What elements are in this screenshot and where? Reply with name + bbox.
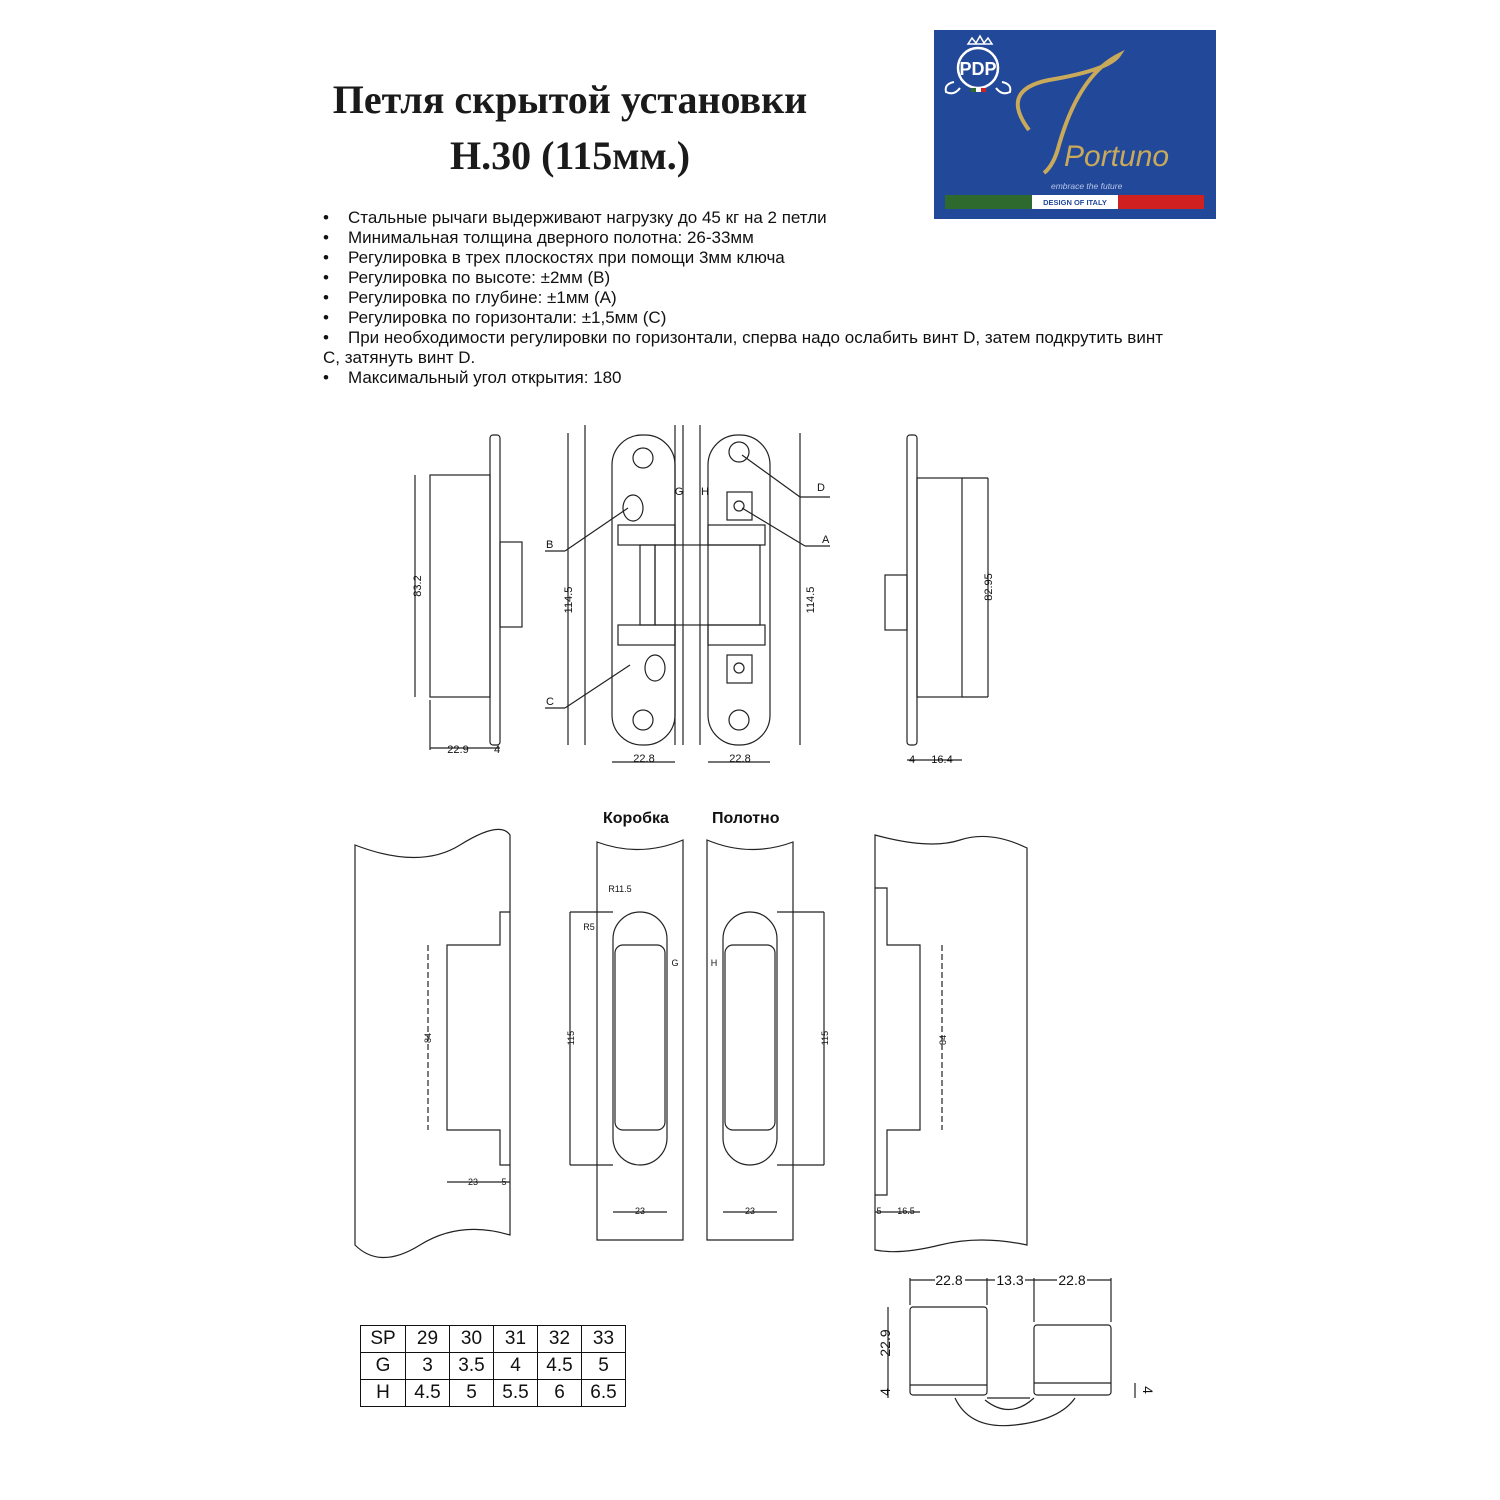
feature-item: •Регулировка в трех плоскостях при помощ… (323, 248, 785, 267)
dim-label: R11.5 (608, 884, 631, 894)
label-b: B (546, 539, 553, 551)
table-cell: 30 (449, 1325, 494, 1353)
title-line-1: Петля скрытой установки (332, 77, 808, 122)
mortise-left-panel: 84 23 5 (354, 828, 511, 1258)
page-title: Петля скрытой установки H.30 (115мм.) (270, 72, 870, 184)
feature-text: Минимальная толщина дверного полотна: 26… (348, 228, 754, 247)
label-a: A (822, 534, 830, 546)
dim-label: 4 (494, 744, 500, 756)
brand-logo: PDP Portuno embrace the future DESIGN OF… (934, 30, 1216, 219)
feature-item: •Регулировка по глубине: ±1мм (A) (323, 288, 617, 307)
dim-label: 84 (938, 1035, 948, 1045)
table-cell: 32 (537, 1325, 582, 1353)
dim-label: 16.4 (931, 754, 952, 766)
dim-label: 22.8 (729, 753, 750, 765)
dim-label: 115 (820, 1031, 830, 1045)
table-cell: 5.5 (493, 1379, 538, 1407)
dim-label: 4 (1140, 1386, 1156, 1394)
feature-text: Регулировка в трех плоскостях при помощи… (348, 248, 785, 267)
logo-brand: Portuno (1064, 140, 1169, 173)
table-cell: 3 (405, 1352, 450, 1380)
logo-badge: DESIGN OF ITALY (1043, 198, 1107, 207)
monogram-crest-icon: PDP (944, 34, 1012, 95)
title-line-2: H.30 (115мм.) (449, 133, 691, 178)
feature-item: •Регулировка по высоте: ±2мм (B) (323, 268, 611, 287)
feature-text: При необходимости регулировки по горизон… (323, 328, 1163, 367)
table-cell: 4.5 (405, 1379, 450, 1407)
dim-label: 115 (566, 1031, 576, 1045)
mortise-right-panel: 84 5 16.5 (874, 834, 1028, 1253)
feature-text: Регулировка по глубине: ±1мм (A) (348, 288, 617, 307)
dim-label: R5 (583, 922, 595, 932)
label-d: D (817, 482, 825, 494)
dim-label: 83.2 (412, 575, 424, 596)
left-side-view: 83.2 22.9 4 (412, 434, 523, 756)
dim-label: 5 (501, 1177, 506, 1187)
table-cell: H (360, 1379, 406, 1407)
table-cell: 5 (449, 1379, 494, 1407)
table-cell: G (360, 1352, 406, 1380)
door-label: Полотно (712, 810, 780, 827)
hinge-top-view: 22.8 13.3 22.8 22.9 4 4 (877, 1272, 1156, 1427)
table-cell: 4 (493, 1352, 538, 1380)
label-c: C (546, 696, 554, 708)
table-cell: SP (360, 1325, 406, 1353)
table-cell: 3.5 (449, 1352, 494, 1380)
dim-label: 5 (876, 1206, 881, 1216)
feature-list: •Стальные рычаги выдерживают нагрузку до… (323, 208, 1163, 388)
dim-label: 22.9 (877, 1329, 893, 1356)
table-cell: 29 (405, 1325, 450, 1353)
frame-label: Коробка (603, 810, 669, 827)
dim-label: 22.8 (633, 753, 654, 765)
dim-label: 22.9 (447, 744, 468, 756)
dim-label: 13.3 (996, 1272, 1023, 1288)
dim-label: 23 (745, 1206, 755, 1216)
dim-label: 4 (909, 754, 915, 766)
dim-label: 114.5 (805, 587, 817, 614)
table-cell: 33 (581, 1325, 626, 1353)
dim-label: 23 (635, 1206, 645, 1216)
feature-text: Регулировка по высоте: ±2мм (B) (348, 268, 611, 287)
hinge-front-view: 114.5 114.5 22.8 22.8 G H B C D A (545, 425, 830, 765)
label-h: H (701, 486, 709, 498)
logo-tagline: embrace the future (1051, 181, 1123, 191)
dim-label: 84 (423, 1033, 433, 1043)
table-cell: 5 (581, 1352, 626, 1380)
dim-label: 4 (877, 1388, 893, 1396)
dim-label: 22.8 (1058, 1272, 1085, 1288)
right-side-view: 82.95 4 16.4 (884, 434, 995, 766)
label-g: G (671, 958, 678, 968)
feature-item: •При необходимости регулировки по горизо… (323, 328, 1163, 367)
label-h: H (711, 958, 718, 968)
dim-label: 82.95 (983, 573, 995, 601)
dim-label: 114.5 (563, 587, 575, 614)
feature-text: Максимальный угол открытия: 180 (348, 368, 622, 387)
logo-monogram: PDP (959, 59, 996, 79)
table-cell: 6 (537, 1379, 582, 1407)
table-cell: 31 (493, 1325, 538, 1353)
feature-item: •Стальные рычаги выдерживают нагрузку до… (323, 208, 827, 227)
dim-label: 22.8 (935, 1272, 962, 1288)
feature-item: •Минимальная толщина дверного полотна: 2… (323, 228, 754, 247)
dim-label: 23 (468, 1177, 478, 1187)
feature-item: •Регулировка по горизонтали: ±1,5мм (C) (323, 308, 667, 327)
feature-text: Регулировка по горизонтали: ±1,5мм (C) (348, 308, 667, 327)
feature-text: Стальные рычаги выдерживают нагрузку до … (348, 208, 827, 227)
dim-label: 16.5 (897, 1206, 915, 1216)
mortise-door-panel: 115 H 23 (706, 839, 830, 1241)
table-cell: 6.5 (581, 1379, 626, 1407)
feature-item: •Максимальный угол открытия: 180 (323, 368, 622, 387)
table-cell: 4.5 (537, 1352, 582, 1380)
label-g: G (675, 486, 684, 498)
mortise-frame-panel: 115 R11.5 R5 G 23 (566, 839, 684, 1241)
